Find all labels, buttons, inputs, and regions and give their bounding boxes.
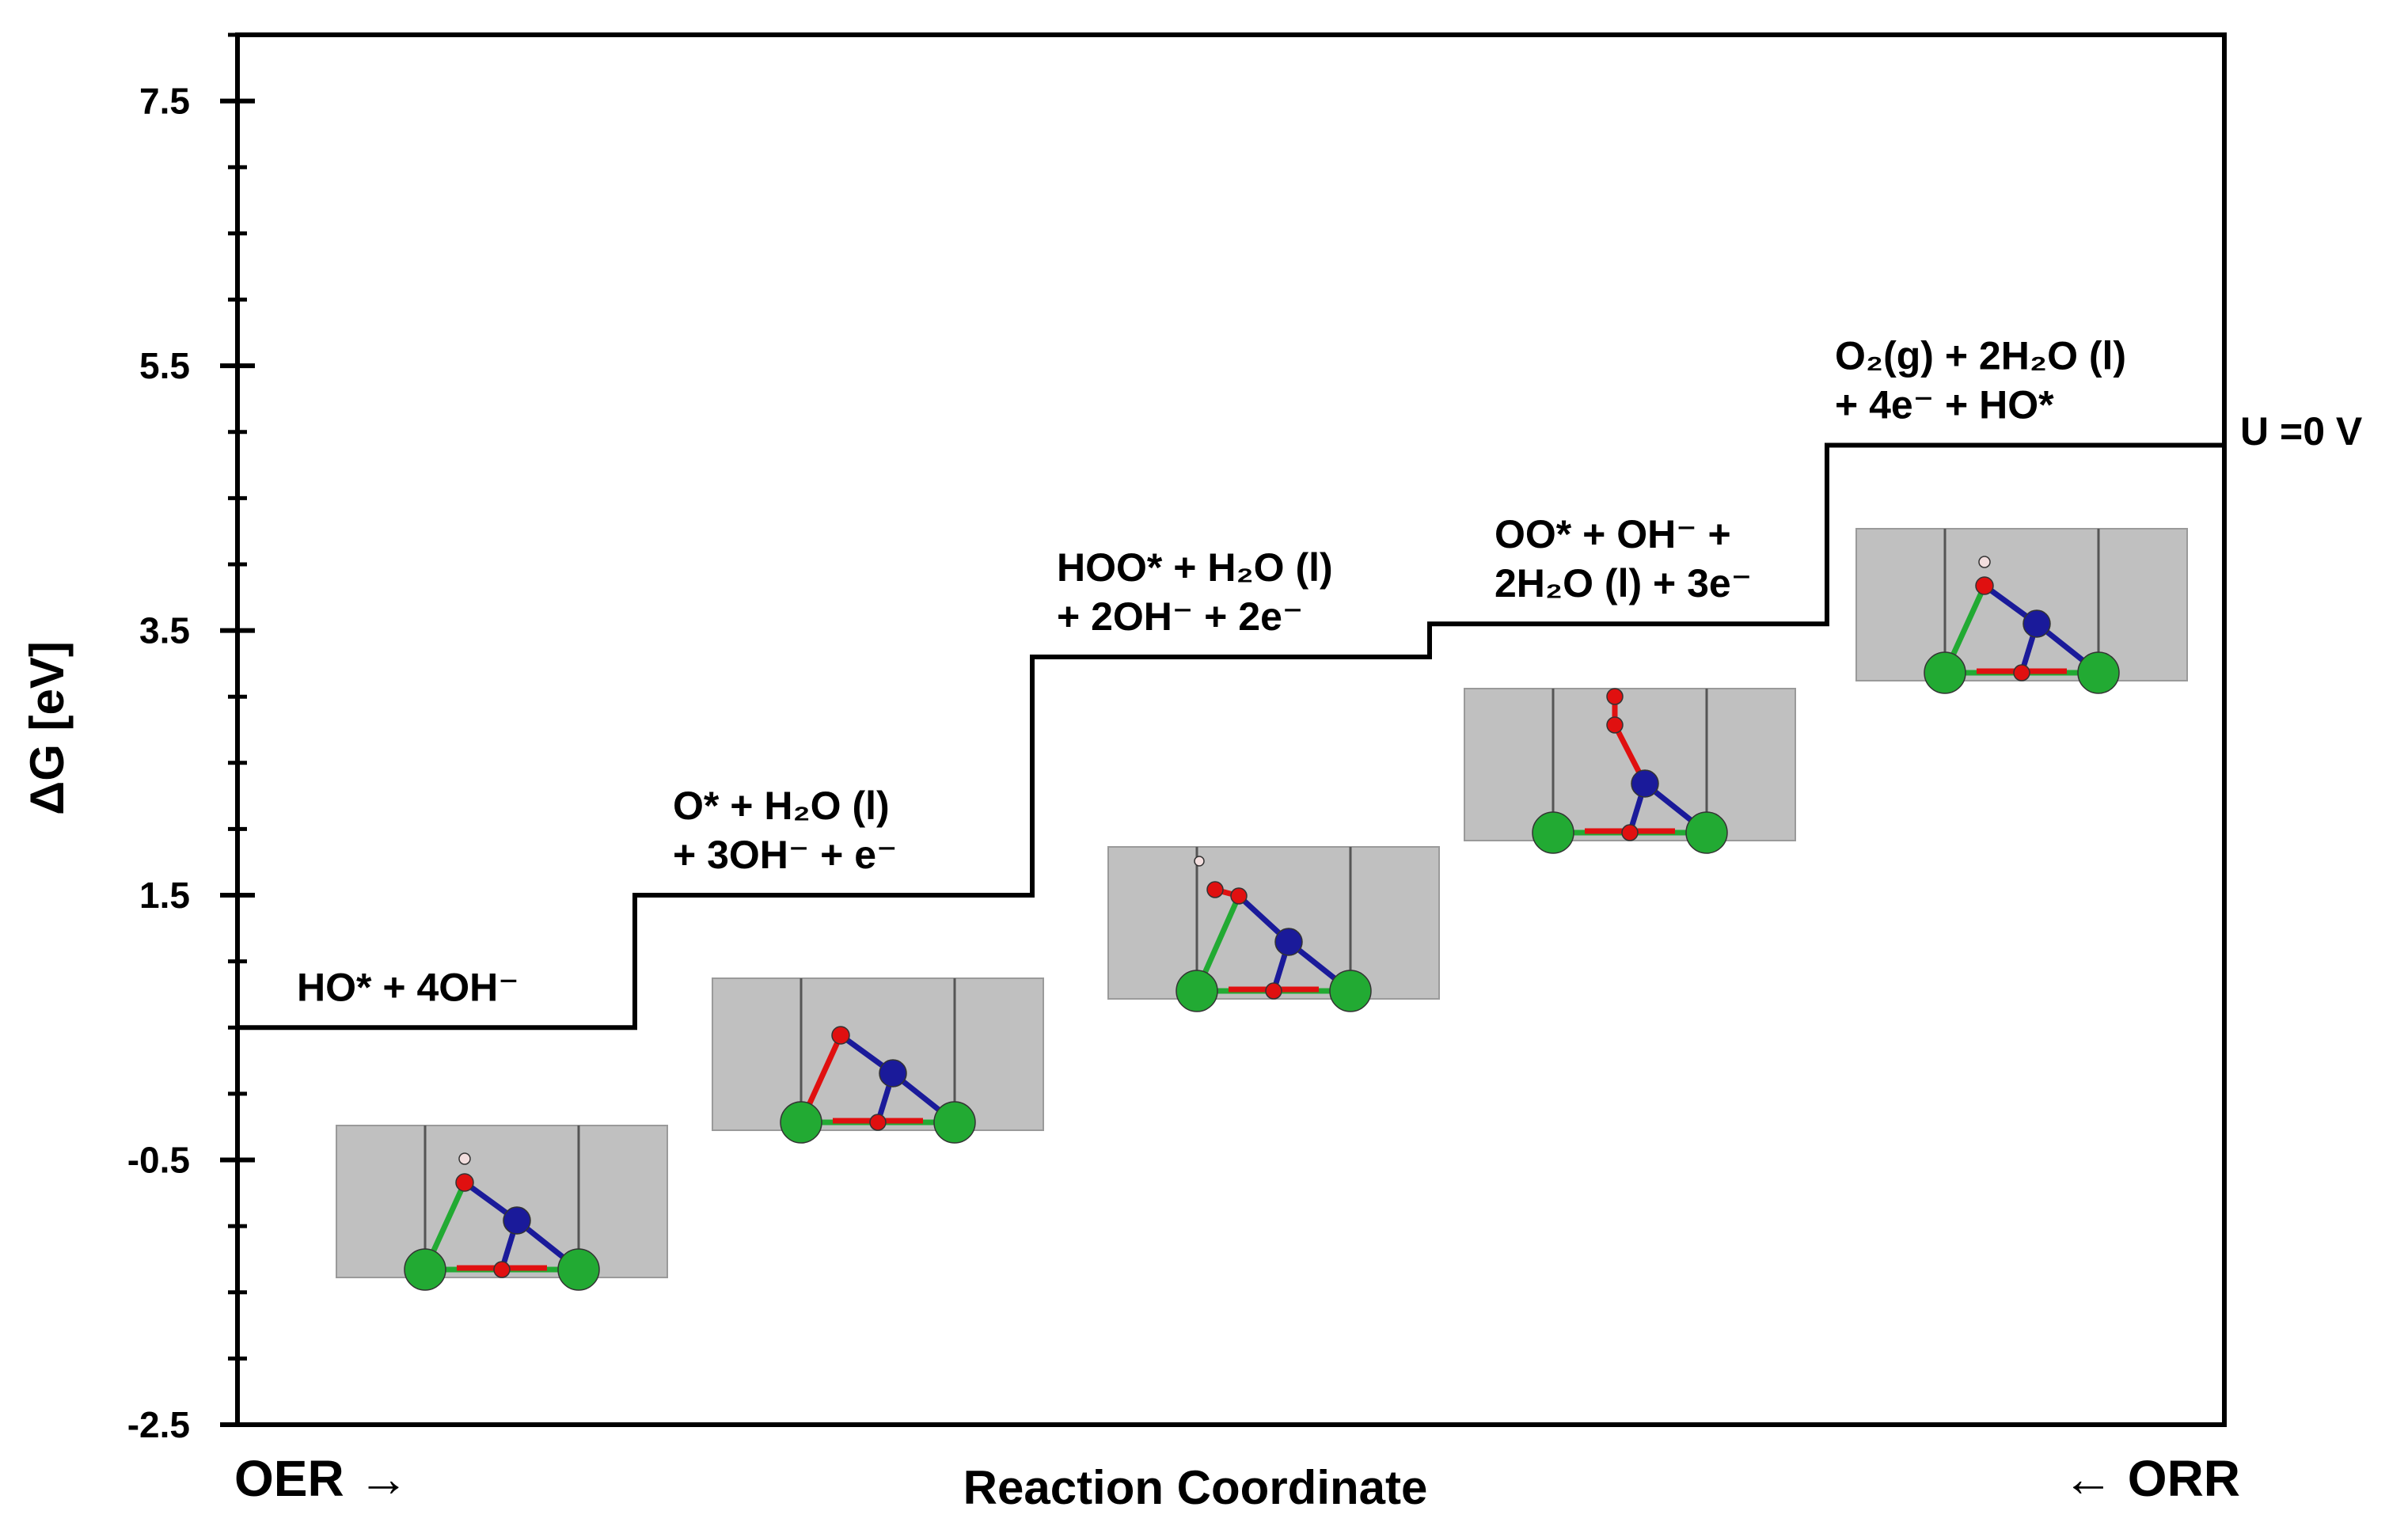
- hydrogen-atom: [1194, 856, 1205, 867]
- oxygen-atom: [2013, 664, 2030, 681]
- oxygen-atom: [1975, 576, 1994, 595]
- hydrogen-atom: [458, 1152, 471, 1165]
- nitrogen-atom: [2022, 609, 2051, 638]
- oxygen-atom: [455, 1173, 474, 1192]
- y-tick-label: 7.5: [139, 81, 190, 122]
- cell-background: [336, 1125, 668, 1278]
- metal-atom: [780, 1101, 822, 1144]
- y-tick-labels: 7.5 5.5 3.5 1.5 -0.5 -2.5: [127, 81, 190, 1445]
- potential-annotation: U =0 V: [2240, 409, 2363, 454]
- cell-background: [1464, 688, 1796, 841]
- oxygen-atom: [493, 1261, 511, 1278]
- y-tick-label: 3.5: [139, 610, 190, 651]
- step-labels: HO* + 4OH⁻ O* + H₂O (l) + 3OH⁻ + e⁻ HOO* + …: [297, 333, 2126, 1009]
- structure-inset-1: [336, 1125, 668, 1291]
- step-label-5: + 4e⁻ + HO*: [1835, 382, 2054, 427]
- structure-insets: [336, 528, 2188, 1291]
- step-label-1: HO* + 4OH⁻: [297, 965, 519, 1009]
- cell-background: [712, 977, 1044, 1131]
- oxygen-atom: [869, 1114, 887, 1131]
- nitrogen-atom: [1631, 769, 1659, 798]
- plot-area: [235, 32, 2227, 1427]
- y-tick-label: 5.5: [139, 345, 190, 386]
- step-label-4: OO* + OH⁻ +: [1495, 512, 1731, 556]
- metal-atom: [557, 1248, 600, 1291]
- cell-background: [1107, 846, 1440, 1000]
- energy-step-line: [237, 442, 2224, 1031]
- structure-inset-3: [1107, 846, 1440, 1012]
- step-label-3: + 2OH⁻ + 2e⁻: [1057, 594, 1303, 639]
- metal-atom: [1924, 651, 1966, 694]
- step-label-3: HOO* + H₂O (l): [1057, 545, 1333, 590]
- nitrogen-atom: [879, 1059, 907, 1088]
- oxygen-atom: [1265, 982, 1282, 1000]
- metal-atom: [1329, 970, 1372, 1012]
- metal-atom: [404, 1248, 446, 1291]
- structure-inset-5: [1855, 528, 2188, 694]
- structure-inset-4: [1464, 688, 1796, 854]
- y-major-ticks: [220, 98, 255, 1427]
- step-label-4: 2H₂O (l) + 3e⁻: [1495, 561, 1752, 605]
- oxygen-atom: [1621, 824, 1639, 841]
- step-label-5: O₂(g) + 2H₂O (l): [1835, 333, 2126, 378]
- oxygen-atom: [1606, 716, 1624, 734]
- y-tick-label: -0.5: [127, 1140, 190, 1181]
- cell-background: [1855, 528, 2188, 681]
- orr-direction-label: ← ORR: [2063, 1450, 2240, 1507]
- y-axis-title: ΔG [eV]: [21, 641, 74, 815]
- metal-atom: [1532, 811, 1574, 854]
- metal-atom: [2077, 651, 2120, 694]
- y-tick-label: 1.5: [139, 875, 190, 916]
- metal-atom: [933, 1101, 976, 1144]
- oxygen-atom: [1606, 688, 1624, 705]
- oxygen-atom: [1206, 881, 1224, 898]
- nitrogen-atom: [1274, 928, 1303, 956]
- step-label-2: + 3OH⁻ + e⁻: [673, 833, 897, 877]
- y-tick-label: -2.5: [127, 1404, 190, 1445]
- step-label-2: O* + H₂O (l): [673, 784, 890, 828]
- hydrogen-atom: [1978, 556, 1991, 568]
- x-axis-title: Reaction Coordinate: [963, 1461, 1428, 1514]
- metal-atom: [1685, 811, 1728, 854]
- oer-direction-label: OER →: [234, 1450, 408, 1507]
- oxygen-atom: [1230, 887, 1248, 905]
- metal-atom: [1176, 970, 1218, 1012]
- oxygen-atom: [831, 1026, 850, 1045]
- structure-inset-2: [712, 977, 1044, 1144]
- nitrogen-atom: [503, 1206, 531, 1235]
